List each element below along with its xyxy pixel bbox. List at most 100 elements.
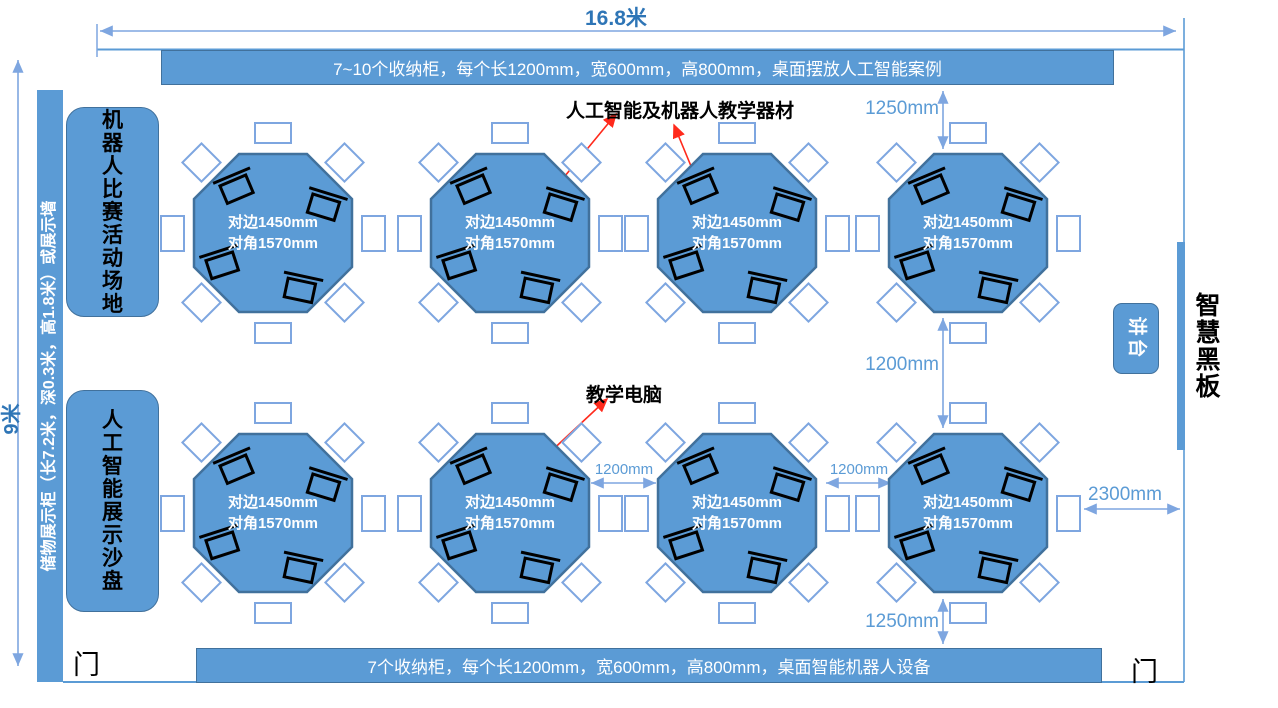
laptop-icon [969,544,1022,589]
table-dim-side: 对边1450mm [464,494,556,511]
table-dim-diagonal: 对角1570mm [464,235,556,252]
chair [718,322,756,344]
top-cabinet-label: 7~10个收纳柜，每个长1200mm，宽600mm，高800mm，桌面摆放人工智… [333,60,942,79]
chair [160,495,185,532]
octagon-table: 对边1450mm 对角1570mm [855,402,1081,624]
laptop-icon [658,239,711,284]
chair [254,402,292,424]
chair [949,322,987,344]
dim-gap2-label: 1200mm [829,461,889,478]
laptop-icon [511,544,564,589]
laptop-icon [445,441,500,489]
octagon-table: 对边1450mm 对角1570mm [160,402,386,624]
table-dim-side: 对边1450mm [464,214,556,231]
laptop-icon [889,239,942,284]
laptop-icon [298,459,353,507]
chair [598,215,623,252]
chair [397,495,422,532]
left-storage-cabinet: 储物展示柜（长7.2米，深0.3米，高1.8米）或展示墙 [37,90,63,682]
dim-bottom-spacing-label: 1250mm [865,611,939,632]
chair [718,122,756,144]
chair [361,495,386,532]
table-dim-diagonal: 对角1570mm [691,515,783,532]
octagon-table: 对边1450mm 对角1570mm [397,122,623,344]
laptop-icon [194,519,247,564]
octagon-table: 对边1450mm 对角1570mm [397,402,623,624]
octagon-table: 对边1450mm 对角1570mm [624,402,850,624]
chair [624,215,649,252]
chair [718,402,756,424]
octagon-table: 对边1450mm 对角1570mm [624,122,850,344]
laptop-icon [762,459,817,507]
bottom-cabinet-banner: 7个收纳柜，每个长1200mm，宽600mm，高800mm，桌面智能机器人设备 [196,648,1102,683]
chair [949,602,987,624]
table-dim-side: 对边1450mm [691,494,783,511]
chair [825,495,850,532]
table-dim-diagonal: 对角1570mm [464,515,556,532]
table-dim-diagonal: 对角1570mm [227,235,319,252]
top-cabinet-banner: 7~10个收纳柜，每个长1200mm，宽600mm，高800mm，桌面摆放人工智… [161,50,1114,85]
laptop-icon [672,161,727,209]
laptop-icon [274,264,327,309]
laptop-icon [511,264,564,309]
chair [949,122,987,144]
podium: 讲台 [1113,303,1159,374]
zone-ai-sandbox-label: 人工智能展示沙盘 [102,409,123,593]
laptop-icon [535,179,590,227]
table-dim-side: 对边1450mm [922,214,1014,231]
chair [825,215,850,252]
annotation-computer-label: 教学电脑 [586,385,663,406]
octagon-table: 对边1450mm 对角1570mm [160,122,386,344]
chair [254,602,292,624]
table-dimensions-label: 对边1450mm 对角1570mm [429,432,591,594]
chair [855,215,880,252]
laptop-icon [738,264,791,309]
table-dimensions-label: 对边1450mm 对角1570mm [656,432,818,594]
chair [624,495,649,532]
chair [1056,215,1081,252]
octagon-table: 对边1450mm 对角1570mm [855,122,1081,344]
chair [254,122,292,144]
table-dim-side: 对边1450mm [922,494,1014,511]
annotation-equipment-label: 人工智能及机器人教学器材 [566,101,795,122]
chair [949,402,987,424]
podium-label: 讲台 [1126,316,1147,361]
chair [491,322,529,344]
chair [491,402,529,424]
table-dim-diagonal: 对角1570mm [922,515,1014,532]
dim-top-spacing-label: 1250mm [865,98,939,119]
laptop-icon [445,161,500,209]
chair [160,215,185,252]
table-dim-side: 对边1450mm [691,214,783,231]
zone-ai-sandbox: 人工智能展示沙盘 [66,390,159,612]
table-dim-diagonal: 对角1570mm [922,235,1014,252]
chair [397,215,422,252]
laptop-icon [208,441,263,489]
chair [598,495,623,532]
laptop-icon [762,179,817,227]
table-dimensions-label: 对边1450mm 对角1570mm [192,152,354,314]
laptop-icon [903,441,958,489]
laptop-icon [535,459,590,507]
table-dim-side: 对边1450mm [227,494,319,511]
chair [491,122,529,144]
zone-robot-competition: 机器人比赛活动场地 [66,107,159,317]
table-dimensions-label: 对边1450mm 对角1570mm [656,152,818,314]
laptop-icon [431,239,484,284]
chair [1056,495,1081,532]
table-dim-side: 对边1450mm [227,214,319,231]
laptop-icon [993,459,1048,507]
bottom-cabinet-label: 7个收纳柜，每个长1200mm，宽600mm，高800mm，桌面智能机器人设备 [367,658,931,677]
chair [254,322,292,344]
table-dim-diagonal: 对角1570mm [691,235,783,252]
door-left-label: 门 [73,650,100,680]
zone-robot-competition-label: 机器人比赛活动场地 [102,108,123,316]
smart-blackboard [1177,242,1185,450]
chair [855,495,880,532]
laptop-icon [298,179,353,227]
dim-podium-clearance-label: 2300mm [1088,484,1162,505]
laptop-icon [194,239,247,284]
chair [718,602,756,624]
